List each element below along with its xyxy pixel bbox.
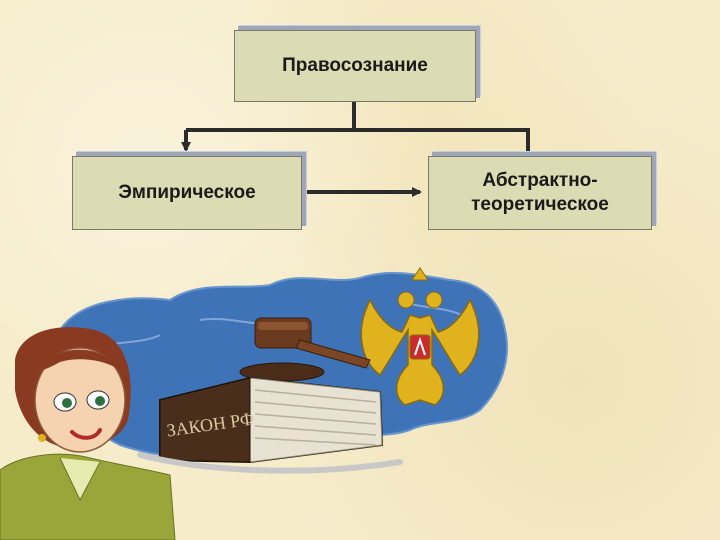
abstract-node-label-line1: Абстрактно- bbox=[482, 170, 598, 191]
root-node-pravosoznanie: Правосознание bbox=[234, 30, 476, 102]
law-book-image: ЗАКОН РФ bbox=[137, 376, 403, 474]
woman-cartoon-image bbox=[0, 327, 176, 540]
root-node-label: Правосознание bbox=[282, 55, 428, 76]
empirical-node-label: Эмпирическое bbox=[118, 182, 256, 203]
eagle-emblem-image bbox=[360, 267, 480, 406]
node-empirical: Эмпирическое bbox=[72, 156, 302, 230]
abstract-node-label: Абстрактно- теоретическое bbox=[471, 169, 609, 217]
abstract-node-label-line2: теоретическое bbox=[471, 194, 609, 215]
gavel-image bbox=[239, 317, 371, 382]
node-abstract-theoretical: Абстрактно- теоретическое bbox=[428, 156, 652, 230]
